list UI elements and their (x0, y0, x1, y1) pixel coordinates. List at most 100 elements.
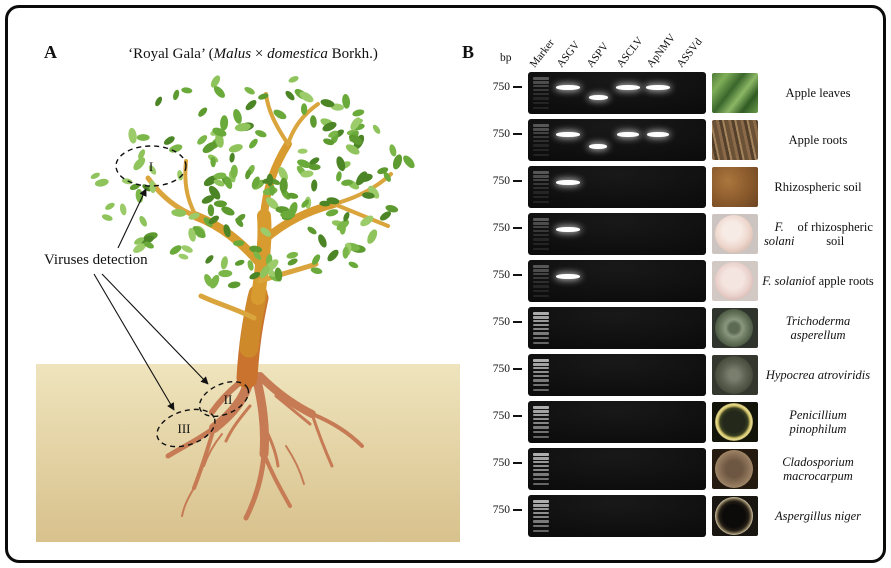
size-tick (513, 367, 522, 370)
marker-ladder-band (533, 187, 549, 190)
marker-ladder-band (533, 316, 549, 319)
panel-a-label: A (44, 42, 57, 62)
size-tick (513, 414, 522, 417)
marker-ladder-band (533, 388, 549, 392)
sample-label: F. solani of rhizospheric soil (763, 219, 873, 248)
sample-photo (712, 402, 758, 442)
marker-ladder-band (533, 370, 549, 374)
gel-rows: 750 Apple leaves 750 Apple roots 750 Rhi… (456, 72, 880, 537)
size-value: 750 (492, 409, 510, 422)
panel-a: I II III A ‘Royal Gala’ (Malus × domesti… (36, 26, 460, 542)
gel-image (528, 72, 706, 114)
marker-ladder-band (533, 140, 549, 143)
region-label-i: I (149, 159, 153, 174)
marker-ladder-band (533, 414, 549, 417)
marker-ladder-band (533, 529, 549, 533)
petri-dish (715, 309, 753, 347)
marker-ladder-band (533, 430, 549, 434)
size-value: 750 (492, 315, 510, 328)
lane-header-asclv: ASCLV (614, 34, 646, 70)
pcr-band (646, 84, 670, 90)
marker-ladder-band (533, 328, 549, 331)
size-label: 750 (468, 175, 522, 187)
marker-ladder-band (533, 457, 549, 460)
sample-label: Apple leaves (785, 85, 851, 100)
marker-ladder-band (533, 269, 549, 272)
pcr-band (588, 94, 608, 100)
marker-ladder-band (533, 88, 549, 92)
marker-ladder-band (533, 153, 549, 157)
pcr-band (556, 180, 580, 186)
sample-photo (712, 120, 758, 160)
size-tick (513, 132, 522, 135)
marker-ladder-band (533, 281, 549, 284)
gel-image (528, 448, 706, 490)
size-value: 750 (492, 268, 510, 281)
marker-ladder-band (533, 200, 549, 204)
marker-ladder-band (533, 81, 549, 84)
pcr-band (556, 132, 580, 138)
size-label: 750 (468, 128, 522, 140)
region-ellipse-iii (156, 408, 216, 448)
sample-photo (712, 167, 758, 207)
pcr-band (556, 227, 580, 233)
marker-ladder-band (533, 469, 549, 472)
marker-ladder-band (533, 320, 549, 323)
gel-row: 750 Penicillium pinophilum (456, 401, 880, 443)
petri-dish (715, 262, 753, 300)
bp-unit-label: bp (500, 52, 512, 64)
panel-a-title: ‘Royal Gala’ (Malus × domestica Borkh.) (128, 46, 378, 62)
marker-ladder-band (533, 511, 549, 515)
panel-b-label: B (462, 42, 475, 62)
size-label: 750 (468, 457, 522, 469)
marker-ladder-band (533, 500, 549, 503)
gel-image (528, 119, 706, 161)
marker-ladder-band (533, 435, 549, 439)
sample-photo (712, 496, 758, 536)
marker-ladder-band (533, 285, 549, 288)
marker-ladder-band (533, 379, 549, 382)
size-tick (513, 461, 522, 464)
marker-ladder-band (533, 101, 549, 105)
marker-ladder-band (533, 226, 549, 229)
size-tick (513, 179, 522, 182)
marker-ladder-band (533, 336, 549, 340)
marker-ladder-band (533, 97, 549, 100)
region-labels: I II III (149, 159, 233, 436)
sampling-regions (115, 145, 250, 448)
petri-dish (715, 403, 753, 441)
marker-ladder-band (533, 276, 549, 280)
size-value: 750 (492, 127, 510, 140)
sample-label: Penicillium pinophilum (789, 407, 847, 436)
marker-ladder-band (533, 375, 549, 378)
marker-ladder-band (533, 426, 549, 429)
marker-ladder-band (533, 93, 549, 96)
pcr-band (589, 144, 607, 150)
marker-ladder-band (533, 106, 549, 110)
size-label: 750 (468, 504, 522, 516)
sample-label: Aspergillus niger (775, 508, 861, 523)
marker-ladder-band (533, 191, 549, 194)
marker-ladder-band (533, 132, 549, 135)
size-label: 750 (468, 222, 522, 234)
marker-ladder-band (533, 473, 549, 476)
sample-photo (712, 73, 758, 113)
lane-header-apnmv: ApNMV (644, 31, 679, 70)
marker-ladder-band (533, 363, 549, 366)
pcr-band (556, 85, 580, 91)
size-value: 750 (492, 503, 510, 516)
sample-label: F. solani of apple roots (762, 273, 874, 288)
size-label: 750 (468, 363, 522, 375)
marker-ladder-band (533, 464, 549, 468)
marker-ladder-band (533, 294, 549, 298)
lane-header-marker: Marker (527, 37, 557, 70)
lane-header-aspv: ASPV (584, 40, 612, 70)
tree-illustration: I II III (36, 75, 460, 542)
size-tick (513, 273, 522, 276)
sample-label: Rhizospheric soil (774, 179, 862, 194)
petri-dish (715, 356, 753, 394)
marker-ladder-band (533, 218, 549, 221)
marker-ladder-band (533, 482, 549, 486)
gel-row: 750 F. solani of apple roots (456, 260, 880, 302)
